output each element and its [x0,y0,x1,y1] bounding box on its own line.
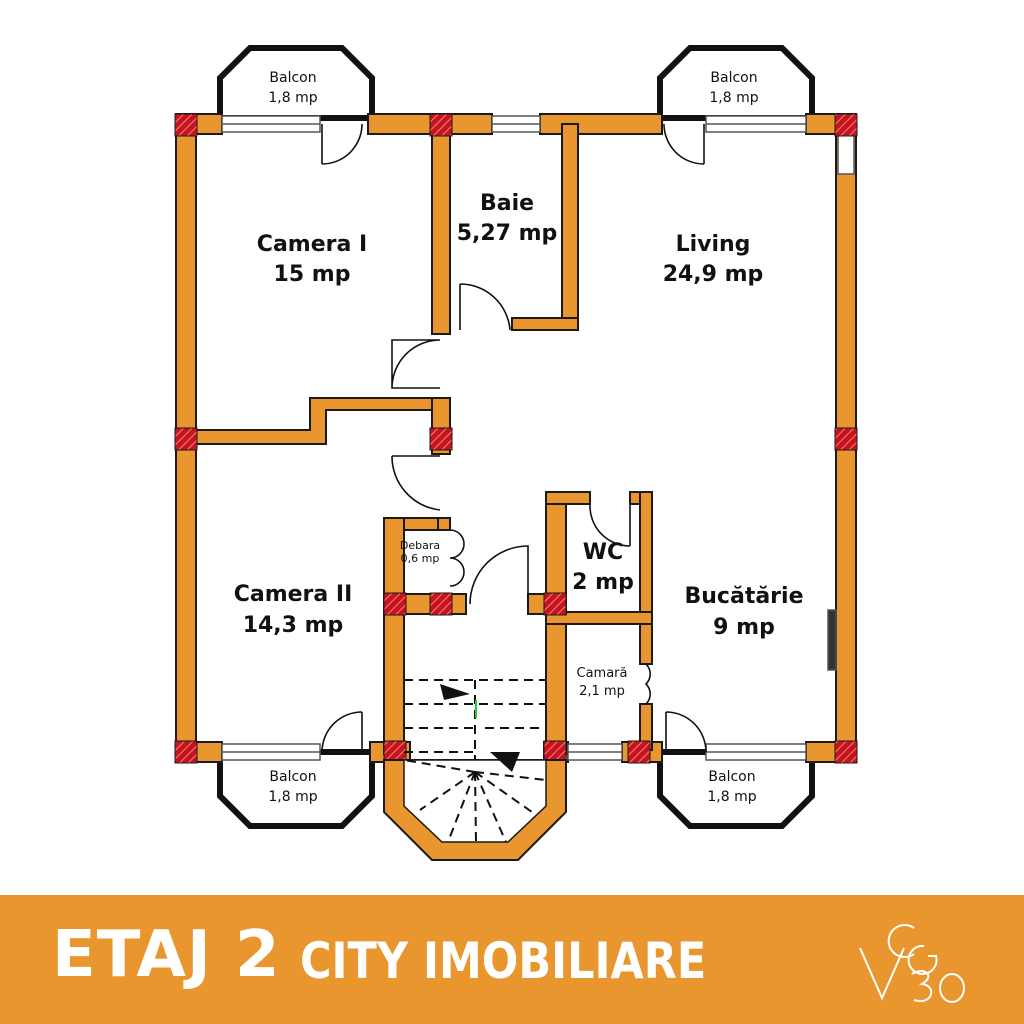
room-labels: Camera I 15 mp Baie 5,27 mp Living 24,9 … [234,70,804,805]
columns [174,113,858,764]
wall-top-c [539,113,663,135]
windows [221,115,855,761]
room-name-camera1: Camera I [257,232,367,257]
doors [321,123,707,753]
room-name-debara: Debara [400,539,440,552]
room-name-camara: Camară [577,666,628,681]
column [834,113,858,137]
door-baie [459,283,511,331]
brand-logo [859,924,965,1003]
window-right-top [837,133,855,175]
balcony-name: Balcon [708,769,755,785]
room-area-camara: 2,1 mp [579,684,625,699]
column [429,592,453,616]
column [627,740,651,764]
room-area-debara: 0,6 mp [401,552,440,565]
column [429,427,453,451]
window-right-bottom [827,609,837,671]
floor-plan: Camera I 15 mp Baie 5,27 mp Living 24,9 … [174,45,858,861]
door-stair [469,545,529,605]
room-name-camera2: Camera II [234,582,353,607]
column [174,427,198,451]
balcony-area: 1,8 mp [268,789,317,805]
balcony-name: Balcon [269,769,316,785]
floor-label: ETAJ 2 [52,918,281,992]
room-name-wc: WC [583,540,623,565]
room-area-living: 24,9 mp [663,262,764,287]
room-area-camera1: 15 mp [274,262,351,287]
door-wc [589,503,631,547]
door-camera2 [391,455,441,511]
door-balcony-bottom-right [665,711,707,753]
room-name-living: Living [676,232,751,257]
door-camera1 [391,339,441,389]
wall-debara-east [437,517,451,531]
room-area-camera2: 14,3 mp [243,613,344,638]
column [174,740,198,764]
wall-camera-divider [189,397,451,445]
wall-wc-north [545,491,591,505]
room-area-baie: 5,27 mp [457,221,558,246]
door-balcony-bottom-left [321,711,363,753]
column [174,113,198,137]
footer-banner [0,895,1024,1024]
room-name-bucatarie: Bucătărie [685,584,804,609]
balcony-area: 1,8 mp [707,789,756,805]
room-area-wc: 2 mp [572,570,634,595]
door-debara [449,529,465,587]
column [383,592,407,616]
wall-camera1-east [431,123,451,335]
interior-walls [189,123,653,755]
brand-name: CITY IMOBILIARE [300,932,707,990]
column [834,427,858,451]
wall-wc-east [639,491,653,665]
room-area-bucatarie: 9 mp [713,615,775,640]
column [543,592,567,616]
column [834,740,858,764]
door-camara [644,663,651,705]
balcony-name: Balcon [710,70,757,86]
room-name-baie: Baie [480,191,534,216]
balcony-name: Balcon [269,70,316,86]
balcony-area: 1,8 mp [268,90,317,106]
door-balcony-top-right [663,123,705,165]
wall-baie-south [511,317,579,331]
column [429,113,453,137]
staircase [383,679,567,861]
wall-baie-east [561,123,579,331]
wall-wc-south [545,611,653,625]
door-balcony-top-left [321,123,363,165]
balcony-area: 1,8 mp [709,90,758,106]
